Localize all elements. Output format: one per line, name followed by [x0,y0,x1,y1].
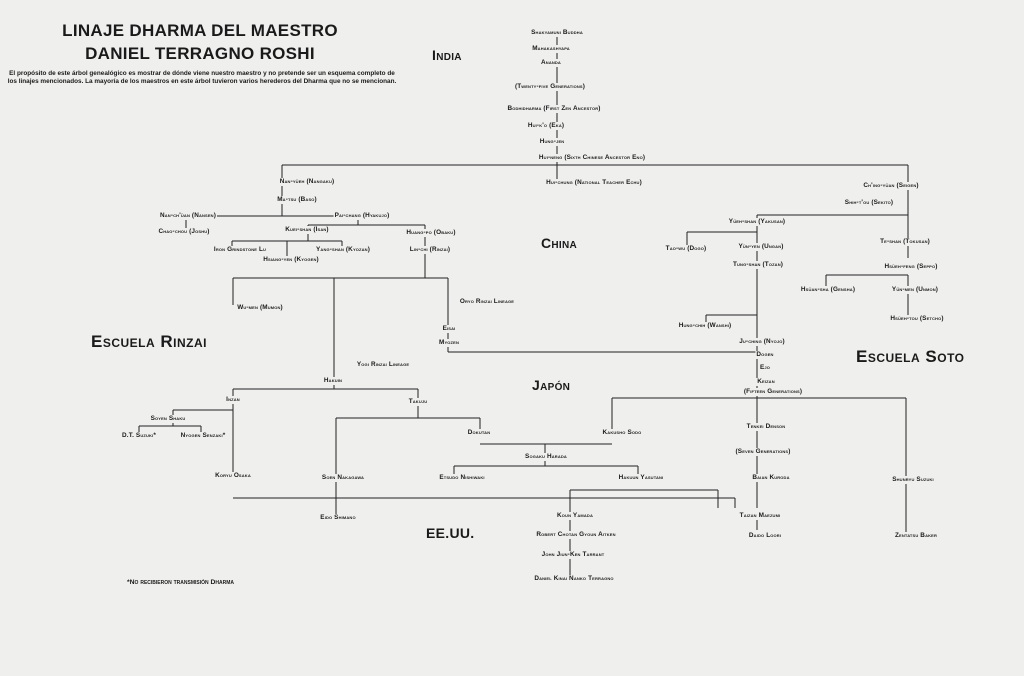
node-nyogen: Nyogen Senzaki* [179,432,227,440]
node-shihtou: Shih-t'ou (Sekito) [843,199,895,207]
node-shunryu: Shunryu Suzuki [891,476,935,484]
node-linchi: Lin-chi (Rinzai) [408,246,452,254]
node-dogen: Dogen [755,351,775,359]
node-huichung: Hui-chung (National Teacher Echu) [545,179,643,187]
node-oryo: Oryo Rinzai Lineage [458,298,516,306]
node-etsudo: Etsudo Nishiwaki [438,474,486,482]
node-huangpo: Huang-po (Obaku) [405,229,457,237]
title-line-1: LINAJE DHARMA DEL MAESTRO [62,21,338,40]
node-shakyamuni: Shakyamuni Buddha [530,29,584,37]
node-myozen: Myozen [437,339,461,347]
node-ejo: Ejo [758,364,772,372]
node-nanyueh: Nan-yüeh (Nangaku) [278,178,336,186]
node-keizan: Keizan [756,378,776,386]
node-yunmen: Yün-men (Unmon) [890,286,940,294]
node-ananda: Ananda [540,59,562,67]
school-rinzai: Escuela Rinzai [91,332,208,351]
node-chingyuan: Ch'ing-yüan (Seigen) [862,182,920,190]
node-hakuin: Hakuin [322,377,344,385]
node-yangshan: Yang-shan (Kyozan) [315,246,371,254]
node-yogi: Yogi Rinzai Lineage [355,361,411,369]
node-twentyfive: (Twenty-five Generations) [513,83,587,91]
node-soen: Soen Nakagawa [320,474,366,482]
node-hungjen: Hung-jen [538,138,566,146]
region-china: China [541,235,578,251]
node-kounyamada: Koun Yamada [556,512,594,520]
node-yunyen: Yün-yen (Ungan) [737,243,785,251]
node-seven: (Seven Generations) [734,448,792,456]
node-loori: Daido Loori [747,532,783,540]
intro-text: El propósito de este árbol genealógico e… [7,70,397,85]
node-hsuehfeng: Hsüeh-feng (Seppo) [883,263,939,271]
node-nanchuan: Nan-ch'üan (Nansen) [159,212,217,220]
node-irongrindstone: Iron Grindstone Lu [212,246,268,254]
node-mahakashyapa: Mahakashyapa [531,45,571,53]
node-huineng: Hui-neng (Sixth Chinese Ancestor Eno) [537,154,647,162]
node-juching: Ju-ching (Nyojo) [738,338,786,346]
node-teshan: Te-shan (Tokusan) [879,238,931,246]
node-hsuansha: Hsüan-sha (Gensha) [799,286,857,294]
node-aitken: Robert Chotan Gyoun Aitken [535,531,617,539]
node-terragno: Daniel Kinai Nanko Terragno [533,575,615,583]
footnote: *No recibieron transmisión Dharma [127,579,235,586]
node-baian: Baian Kuroda [751,474,791,482]
node-sogaku: Sogaku Harada [524,453,568,461]
node-dokutan: Dokutan [466,429,492,437]
node-yasutani: Hakuun Yasutani [617,474,665,482]
node-huiko: Hui-k'o (Eka) [526,122,566,130]
node-kueishan: Kuei-shan (Isan) [284,226,330,234]
node-tarrant: John Jiun-Ken Tarrant [540,551,606,559]
node-wumen: Wu-men (Mumon) [236,304,284,312]
node-hsuehtou: Hsüeh-tou (Setcho) [889,315,945,323]
node-hsiangyen: Hsiang-yen (Kyogen) [262,256,320,264]
node-paichang: Pai-chang (Hyakujo) [333,212,391,220]
node-koryu: Koryu Osaka [214,472,252,480]
node-taowu: Tao-wu (Dogo) [664,245,708,253]
node-kakusho: Kakusho Sodo [601,429,643,437]
title-line-2: DANIEL TERRAGNO ROSHI [85,44,315,63]
region-usa: EE.UU. [426,525,475,541]
node-hungchih: Hung-chih (Wanshi) [677,322,733,330]
region-india: India [432,47,462,63]
node-suzukidt: D.T. Suzuki* [121,432,157,440]
node-inzan: Inzan [225,396,241,404]
node-bodhidharma: Bodhidharma (First Zen Ancestor) [506,105,602,113]
school-soto: Escuela Soto [856,347,965,366]
node-tungshan: Tung-shan (Tozan) [731,261,785,269]
node-soyen: Soyen Shaku [149,415,187,423]
node-fifteen: (Fifteen Generations) [742,388,804,396]
node-tenkei: Tenkei Denson [745,423,787,431]
node-baker: Zentatsu Baker [893,532,939,540]
node-eisai: Eisai [441,325,457,333]
node-eido: Eido Shimano [319,514,357,522]
node-yuehshan: Yüeh-shan (Yakusan) [727,218,787,226]
node-chaochou: Chao-chou (Joshu) [157,228,211,236]
node-matsu: Ma-tsu (Baso) [276,196,318,204]
node-maezumi: Taizan Maezumi [738,512,782,520]
region-japan: Japón [532,377,571,393]
node-takuju: Takuju [407,398,429,406]
